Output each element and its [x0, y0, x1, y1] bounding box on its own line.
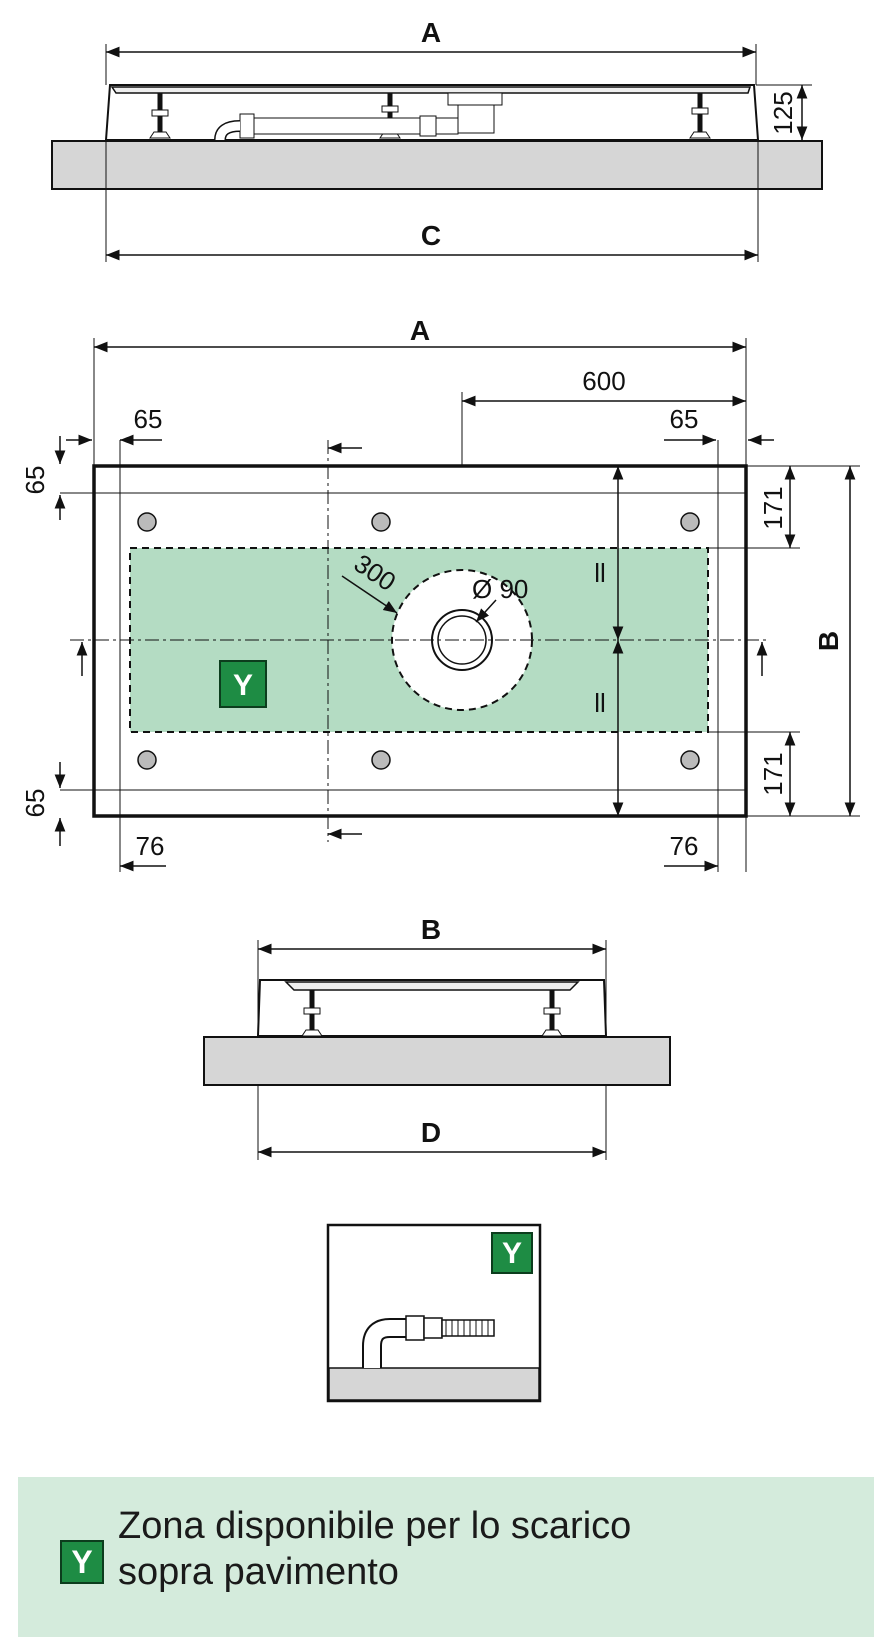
dim-value-600: 600 [582, 366, 625, 396]
dim-value-125: 125 [768, 91, 798, 134]
floor-slab [203, 1036, 671, 1086]
foot-marker [371, 512, 391, 532]
dim-value-diameter: Ø 90 [472, 574, 528, 604]
dim-value-76-left: 76 [136, 831, 165, 861]
support-foot [541, 990, 563, 1037]
dim-value-171-bottom: 171 [758, 752, 788, 795]
foot-marker [680, 750, 700, 770]
equal-mark-top: ll [594, 558, 606, 588]
dim-value-65-bottom: 65 [20, 789, 50, 818]
dim-line-300 [341, 575, 398, 614]
dim-value-171-top: 171 [758, 486, 788, 529]
legend-description: Zona disponibile per lo scarico sopra pa… [118, 1503, 631, 1595]
detail-floor [328, 1367, 540, 1401]
dim-value-76-right: 76 [670, 831, 699, 861]
detail-y-badge-label: Y [502, 1237, 522, 1270]
dim-value-65-right: 65 [670, 404, 699, 434]
plan-view: A 600 Y 300 [20, 315, 860, 872]
dim-line-diameter [475, 599, 497, 623]
legend-y-badge: Y [60, 1540, 104, 1584]
zone-y-badge [219, 660, 267, 708]
support-foot [689, 93, 711, 139]
foot-marker [680, 512, 700, 532]
foot-marker [371, 750, 391, 770]
dim-label-a-plan: A [410, 315, 430, 346]
front-elevation-view: A 1 [51, 17, 823, 262]
dim-label-b-side: B [421, 914, 441, 945]
dim-value-65-left: 65 [134, 404, 163, 434]
dim-label-d: D [421, 1117, 441, 1148]
legend-line-1: Zona disponibile per lo scarico [118, 1505, 632, 1547]
zone-y-badge-label: Y [233, 669, 253, 702]
legend-box: Y Zona disponibile per lo scarico sopra … [18, 1477, 874, 1637]
detail-y-badge [491, 1232, 533, 1274]
dim-label-b-plan: B [813, 631, 844, 651]
drain-elbow-pipe [362, 1315, 495, 1368]
detail-view: Y [326, 1223, 542, 1403]
side-elevation-view: B D [203, 914, 671, 1160]
support-foot [149, 93, 171, 139]
dim-label-a-top: A [421, 17, 441, 48]
dim-label-c: C [421, 220, 441, 251]
equal-mark-bottom: ll [594, 688, 606, 718]
dim-value-65-top: 65 [20, 466, 50, 495]
foot-marker [137, 750, 157, 770]
drain-pipe [214, 92, 503, 141]
legend-line-2: sopra pavimento [118, 1551, 399, 1593]
foot-marker [137, 512, 157, 532]
floor-slab [51, 140, 823, 190]
